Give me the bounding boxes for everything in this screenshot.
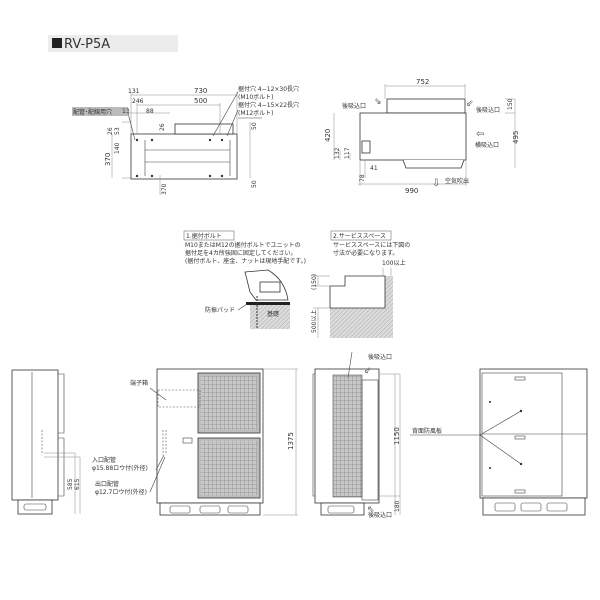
side-inlet-label: 横吸込口 bbox=[475, 141, 499, 149]
rear-inlet-bottom-label: 後吸込口 bbox=[368, 511, 392, 519]
plan-view: 配管･配線用穴 131 730 246 500 13 88 26 53 140 … bbox=[72, 85, 299, 195]
foundation-label: 基礎 bbox=[267, 310, 279, 318]
outlet-pipe-spec: φ12.7ロウ付(外径) bbox=[95, 488, 147, 496]
left-side-elevation: 585 615 bbox=[11, 369, 81, 515]
note1-heading: 1.据付ボルト bbox=[186, 232, 222, 240]
air-outlet-label: 空気吹出 bbox=[445, 177, 469, 185]
dim-117: 117 bbox=[344, 147, 351, 159]
dim-752: 752 bbox=[416, 78, 429, 86]
rear-windbreak-label: 背面防風板 bbox=[412, 427, 442, 435]
note2-line: サービススペースには下図の bbox=[333, 241, 410, 249]
arrow-side-inlet-icon: ⇦ bbox=[476, 129, 484, 140]
model-title: RV-P5A bbox=[64, 37, 110, 52]
dim-500: 500 bbox=[194, 97, 207, 105]
title-bar: RV-P5A bbox=[48, 35, 178, 52]
dim-500-min: 500以上 bbox=[310, 310, 318, 333]
arrow-rear-inlet-left-icon: ⇘ bbox=[374, 97, 382, 107]
note2-line: 寸法が必要になります。 bbox=[333, 249, 398, 257]
dim-50-top: 50 bbox=[251, 122, 258, 130]
dim-26: 26 bbox=[107, 127, 114, 135]
dim-78: 78 bbox=[359, 174, 366, 182]
note-mounting-bolt: 1.据付ボルト M10またはM12の据付ボルトでユニットの 据付足を4カ所強固に… bbox=[183, 230, 306, 329]
dim-150-service: (150) bbox=[311, 274, 318, 290]
mount-hole-m12-bolt: (M12ボルト) bbox=[238, 109, 274, 117]
rear-inlet-right-label: 後吸込口 bbox=[476, 106, 500, 114]
arrow-rear-inlet-right-icon: ⇙ bbox=[466, 99, 474, 109]
dim-88: 88 bbox=[146, 108, 154, 115]
dim-370: 370 bbox=[104, 153, 112, 166]
dim-585: 585 bbox=[67, 478, 74, 490]
dim-615: 615 bbox=[74, 478, 81, 490]
dim-100-min: 100以上 bbox=[382, 259, 405, 267]
dim-1375: 1375 bbox=[287, 432, 295, 450]
dim-730: 730 bbox=[194, 87, 207, 95]
front-elevation: 端子箱 入口配管 φ15.88ロウ付(外径) 出口配管 φ12.7ロウ付(外径)… bbox=[92, 368, 298, 516]
arrow-rear-inlet-top-icon: ⇙ bbox=[364, 366, 372, 376]
dim-150: 150 bbox=[507, 98, 514, 110]
note-service-space: 2.サービススペース サービススペースには下図の 寸法が必要になります。 100… bbox=[310, 230, 410, 338]
dim-132: 132 bbox=[334, 147, 341, 159]
note1-line: (据付ボルト、座金、ナットは現地手配です。) bbox=[185, 257, 306, 265]
terminal-box-label: 端子箱 bbox=[130, 379, 148, 387]
dim-370-bottom: 370 bbox=[161, 183, 168, 195]
dim-1150: 1150 bbox=[393, 427, 401, 445]
side-view: 752 後吸込口 後吸込口 横吸込口 空気吹出 ⇘ ⇙ ⇦ ⇩ 150 420 … bbox=[324, 78, 520, 195]
dim-131: 131 bbox=[128, 88, 140, 95]
outlet-pipe-label: 出口配管 bbox=[95, 480, 119, 488]
mount-hole-m10-bolt: (M10ボルト) bbox=[238, 93, 274, 101]
rear-inlet-left-label: 後吸込口 bbox=[342, 102, 366, 110]
dim-50-bottom: 50 bbox=[251, 180, 258, 188]
wiring-hole-label: 配管･配線用穴 bbox=[73, 108, 112, 116]
note1-line: M10またはM12の据付ボルトでユニットの bbox=[185, 241, 301, 249]
mount-hole-m12-label: 据付穴 4−15×22長穴 bbox=[238, 101, 299, 109]
dim-26-inner: 26 bbox=[159, 123, 166, 131]
right-side-elevation: 後吸込口 後吸込口 ⇙ ⇖ 1150 180 bbox=[312, 351, 401, 519]
dim-246: 246 bbox=[132, 98, 144, 105]
dim-13: 13 bbox=[122, 108, 130, 115]
inlet-pipe-spec: φ15.88ロウ付(外径) bbox=[92, 464, 148, 472]
note1-line: 据付足を4カ所強固に固定してください。 bbox=[185, 249, 296, 257]
inlet-pipe-label: 入口配管 bbox=[92, 456, 116, 464]
arrow-air-outlet-icon: ⇩ bbox=[432, 178, 440, 189]
dim-53: 53 bbox=[114, 127, 121, 135]
rear-inlet-top-label: 後吸込口 bbox=[368, 353, 392, 361]
dim-495: 495 bbox=[512, 131, 520, 144]
dim-41: 41 bbox=[370, 165, 378, 172]
dim-180: 180 bbox=[394, 500, 401, 512]
dim-420: 420 bbox=[324, 129, 332, 142]
arrow-rear-inlet-bottom-icon: ⇖ bbox=[367, 505, 375, 515]
vibration-pad-label: 防振パッド bbox=[205, 306, 235, 314]
note2-heading: 2.サービススペース bbox=[333, 232, 386, 240]
mount-hole-m10-label: 据付穴 4−12×30長穴 bbox=[238, 85, 299, 93]
title-square-icon bbox=[52, 38, 62, 48]
dim-990: 990 bbox=[405, 187, 418, 195]
dim-140: 140 bbox=[114, 142, 121, 154]
rear-elevation: 背面防風板 bbox=[410, 368, 588, 516]
